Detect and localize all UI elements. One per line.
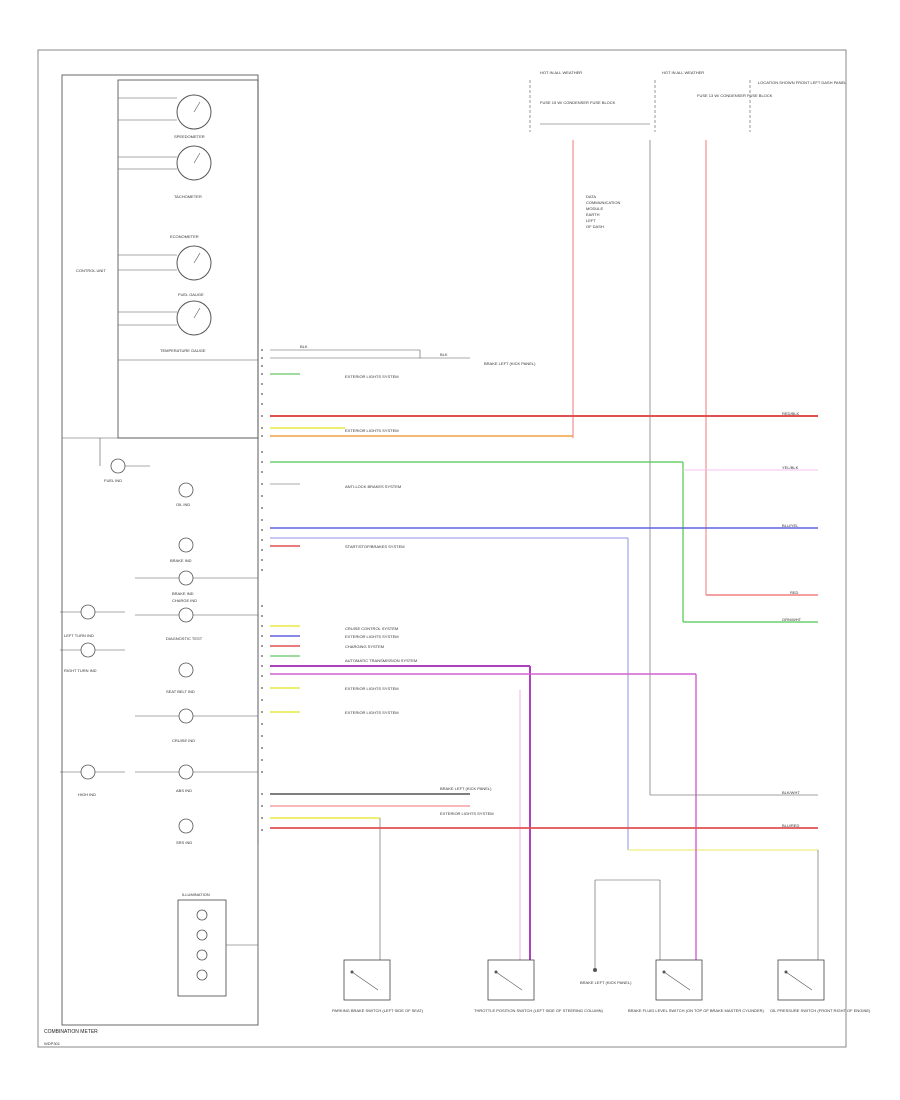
oil-pressure-switch-label: OIL PRESSURE SWITCH (FRONT RIGHT OF ENGI…	[770, 1008, 871, 1013]
brake-indicator-1-label: BRAKE IND	[170, 558, 192, 563]
svg-text:GRN/WHT: GRN/WHT	[782, 617, 802, 622]
svg-text:RED: RED	[790, 590, 799, 595]
svg-text:EXTERIOR LIGHTS SYSTEM: EXTERIOR LIGHTS SYSTEM	[345, 428, 399, 433]
brake-left-ground: BRAKE LEFT (KICK PANEL)	[580, 879, 661, 985]
cruise-indicator-label: CRUISE IND	[172, 738, 195, 743]
brake-indicator-2-label: BRAKE IND	[172, 591, 194, 596]
right-tags: RED/BLK YEL/BLK BLU/YEL RED GRN/WHT BLK/…	[782, 411, 802, 828]
svg-text:AUTOMATIC TRANSMISSION SYSTEM: AUTOMATIC TRANSMISSION SYSTEM	[345, 658, 417, 663]
speedometer-label: SPEEDOMETER	[174, 134, 205, 139]
brake-indicator-2: BRAKE IND	[172, 570, 194, 596]
svg-text:CHARGING SYSTEM: CHARGING SYSTEM	[345, 644, 384, 649]
svg-text:DATA: DATA	[586, 194, 596, 199]
control-unit-label: CONTROL UNIT	[76, 268, 106, 273]
connector-pins	[257, 345, 263, 845]
temperature-gauge-label: TEMPERATURE GAUGE	[160, 348, 206, 353]
right-turn-indicator: RIGHT TURN IND	[64, 642, 97, 673]
abs-indicator: ABS IND	[176, 764, 194, 793]
corner-code: WDP301	[44, 1041, 61, 1046]
tachometer-needle	[193, 152, 201, 164]
fuel-indicator-label: FUEL IND	[104, 478, 122, 483]
oil-indicator-label: OIL IND	[176, 502, 190, 507]
fuel-gauge-needle	[193, 307, 201, 319]
svg-text:BLU/YEL: BLU/YEL	[782, 523, 799, 528]
illumination-block: ILLUMINATION	[177, 892, 258, 997]
fuel-gauge-label: FUEL GAUGE	[178, 292, 204, 297]
seat-belt-indicator: SEAT BELT IND	[166, 662, 195, 694]
speedometer-needle	[193, 101, 201, 113]
svg-text:COMMUNICATION: COMMUNICATION	[586, 200, 620, 205]
abs-indicator-label: ABS IND	[176, 788, 192, 793]
throttle-position-switch: THROTTLE POSITION SWITCH (LEFT SIDE OF S…	[474, 959, 603, 1013]
svg-text:BLK: BLK	[440, 352, 448, 357]
srs-indicator: SRS IND	[176, 818, 194, 845]
svg-text:BLU/RED: BLU/RED	[782, 823, 799, 828]
svg-text:RED/BLK: RED/BLK	[782, 411, 799, 416]
svg-text:EXTERIOR LIGHTS SYSTEM: EXTERIOR LIGHTS SYSTEM	[345, 634, 399, 639]
oil-pressure-switch: OIL PRESSURE SWITCH (FRONT RIGHT OF ENGI…	[770, 850, 871, 1013]
charge-indicator: CHARGE IND	[172, 598, 197, 623]
parking-brake-switch-label: PARKING BRAKE SWITCH (LEFT SIDE OF SEAT)	[332, 1008, 424, 1013]
illumination-label: ILLUMINATION	[182, 892, 210, 897]
svg-text:BLK/WHT: BLK/WHT	[782, 790, 800, 795]
svg-text:START/STOP/BRAKES SYSTEM: START/STOP/BRAKES SYSTEM	[345, 544, 405, 549]
combination-meter-label: COMBINATION METER	[44, 1029, 98, 1035]
svg-text:BRAKE LEFT (KICK PANEL): BRAKE LEFT (KICK PANEL)	[484, 361, 536, 366]
svg-text:EXTERIOR LIGHTS SYSTEM: EXTERIOR LIGHTS SYSTEM	[345, 710, 399, 715]
econometer-needle	[193, 252, 201, 264]
svg-text:EXTERIOR LIGHTS SYSTEM: EXTERIOR LIGHTS SYSTEM	[345, 686, 399, 691]
diagnostic-test: DIAGNOSTIC TEST	[166, 636, 203, 641]
throttle-position-switch-label: THROTTLE POSITION SWITCH (LEFT SIDE OF S…	[474, 1008, 603, 1013]
right-turn-indicator-label: RIGHT TURN IND	[64, 668, 97, 673]
tachometer-label: TACHOMETER	[174, 194, 202, 199]
combination-meter-box	[61, 74, 259, 1026]
harness-wires	[270, 349, 818, 960]
svg-text:EXTERIOR LIGHTS SYSTEM: EXTERIOR LIGHTS SYSTEM	[345, 374, 399, 379]
svg-text:LEFT: LEFT	[586, 218, 596, 223]
svg-text:YEL/BLK: YEL/BLK	[782, 465, 799, 470]
svg-text:EXTERIOR LIGHTS SYSTEM: EXTERIOR LIGHTS SYSTEM	[440, 811, 494, 816]
fuse-block-1: FUSE 15 W/ CONDENSER FUSE BLOCK	[540, 100, 616, 105]
seat-belt-indicator-label: SEAT BELT IND	[166, 689, 195, 694]
svg-text:OF DASH: OF DASH	[586, 224, 604, 229]
indicator-wires	[60, 437, 258, 773]
cruise-indicator: CRUISE IND	[172, 708, 195, 743]
wire-notes: BLK BLK BRAKE LEFT (KICK PANEL) EXTERIOR…	[300, 344, 536, 816]
fuse-block-2: FUSE 13 W/ CONDENSER FUSE BLOCK	[697, 93, 773, 98]
oil-indicator: OIL IND	[176, 482, 194, 507]
left-turn-indicator: LEFT TURN IND	[64, 604, 96, 638]
fuel-indicator: FUEL IND	[104, 458, 126, 483]
svg-text:MODULE: MODULE	[586, 206, 603, 211]
econometer-label: ECONOMETER	[170, 234, 199, 239]
brake-fluid-level-switch: BRAKE FLUID LEVEL SWITCH (ON TOP OF BRAK…	[628, 959, 765, 1013]
high-beam-indicator: HIGH IND	[78, 764, 96, 797]
brake-indicator-1: BRAKE IND	[170, 537, 194, 563]
diagram-frame	[37, 49, 847, 1048]
top-header-1: HOT IN ALL WEATHER	[540, 70, 582, 75]
location-note: LOCATION SHOWN FRONT LEFT DASH PANEL	[758, 80, 847, 85]
svg-text:BRAKE LEFT (KICK PANEL): BRAKE LEFT (KICK PANEL)	[440, 786, 492, 791]
brake-fluid-level-switch-label: BRAKE FLUID LEVEL SWITCH (ON TOP OF BRAK…	[628, 1008, 765, 1013]
diagnostic-test-label: DIAGNOSTIC TEST	[166, 636, 203, 641]
high-beam-indicator-label: HIGH IND	[78, 792, 96, 797]
svg-text:BLK: BLK	[300, 344, 308, 349]
svg-text:EARTH: EARTH	[586, 212, 600, 217]
connector-note: DATA COMMUNICATION MODULE EARTH LEFT OF …	[586, 194, 620, 229]
top-header-2: HOT IN ALL WEATHER	[662, 70, 704, 75]
svg-text:ANTI-LOCK BRAKES SYSTEM: ANTI-LOCK BRAKES SYSTEM	[345, 484, 401, 489]
left-turn-indicator-label: LEFT TURN IND	[64, 633, 94, 638]
svg-text:CRUISE CONTROL SYSTEM: CRUISE CONTROL SYSTEM	[345, 626, 398, 631]
brake-left-label: BRAKE LEFT (KICK PANEL)	[580, 980, 632, 985]
srs-indicator-label: SRS IND	[176, 840, 192, 845]
gauge-wires	[118, 97, 258, 361]
parking-brake-switch: PARKING BRAKE SWITCH (LEFT SIDE OF SEAT)	[332, 959, 424, 1013]
charge-indicator-label: CHARGE IND	[172, 598, 197, 603]
